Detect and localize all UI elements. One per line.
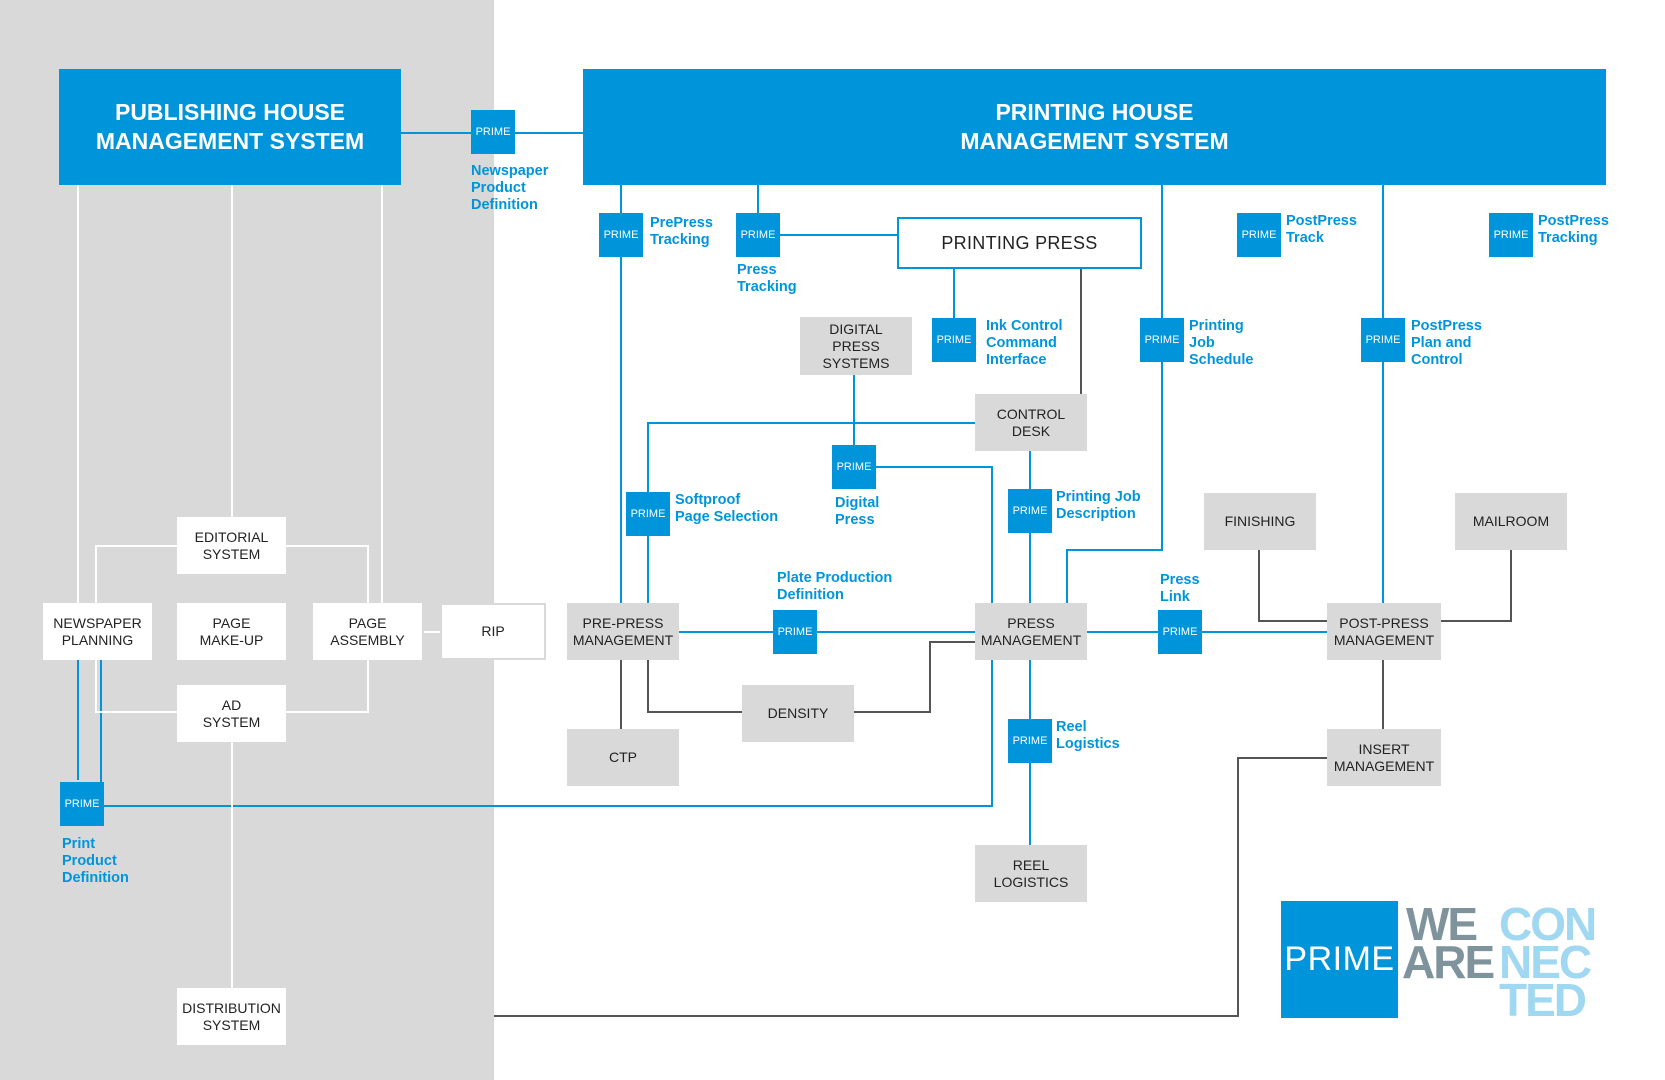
rip-box: RIP: [440, 603, 546, 660]
logo-are: ARE: [1402, 936, 1495, 988]
prime-postpress-plan: PRIME: [1361, 318, 1405, 362]
postpress-management-box: POST-PRESS MANAGEMENT: [1327, 603, 1441, 660]
density-box: DENSITY: [742, 685, 854, 742]
prime-press-link: PRIME: [1158, 610, 1202, 654]
logo-ted: TED: [1499, 974, 1587, 1026]
mailroom-box: MAILROOM: [1455, 493, 1567, 550]
label-press-tracking: Press Tracking: [737, 262, 797, 295]
prime-printing-job-description: PRIME: [1008, 489, 1052, 533]
prime-reel-logistics: PRIME: [1008, 719, 1052, 763]
prime-postpress-tracking: PRIME: [1489, 213, 1533, 257]
prime-softproof: PRIME: [626, 492, 670, 536]
label-reel-logistics: Reel Logistics: [1056, 719, 1120, 752]
insert-management-box: INSERT MANAGEMENT: [1327, 729, 1441, 786]
ad-system-box: AD SYSTEM: [177, 685, 286, 742]
logo-nec: NEC: [1499, 936, 1592, 988]
prime-print-product: PRIME: [60, 782, 104, 826]
prime-plate-production: PRIME: [773, 610, 817, 654]
label-postpress-track: PostPress Track: [1286, 213, 1357, 246]
prime-prepress-tracking: PRIME: [599, 213, 643, 257]
label-postpress-tracking: PostPress Tracking: [1538, 213, 1609, 246]
digital-press-systems-box: DIGITAL PRESS SYSTEMS: [800, 317, 912, 375]
label-digital-press: Digital Press: [835, 495, 880, 528]
page-makeup-box: PAGE MAKE-UP: [177, 603, 286, 660]
reel-logistics-box: REEL LOGISTICS: [975, 845, 1087, 902]
label-press-link: Press Link: [1160, 572, 1200, 605]
prime-printing-job-schedule: PRIME: [1140, 318, 1184, 362]
label-newspaper-product-definition: Newspaper Product Definition: [471, 163, 549, 213]
prime-ink-control: PRIME: [932, 318, 976, 362]
label-print-product-definition: Print Product Definition: [62, 836, 129, 886]
label-printing-job-description: Printing Job Description: [1056, 489, 1141, 522]
printing-press-box: PRINTING PRESS: [897, 217, 1142, 269]
finishing-box: FINISHING: [1204, 493, 1316, 550]
prime-newspaper-product: PRIME: [471, 110, 515, 154]
label-printing-job-schedule: Printing Job Schedule: [1189, 318, 1254, 368]
label-plate-production: Plate Production Definition: [777, 570, 893, 603]
logo-con: CON: [1499, 898, 1597, 950]
prime-digital-press: PRIME: [832, 445, 876, 489]
distribution-system-box: DISTRIBUTION SYSTEM: [177, 988, 286, 1045]
prime-postpress-track: PRIME: [1237, 213, 1281, 257]
press-management-box: PRESS MANAGEMENT: [975, 603, 1087, 660]
logo-we: WE: [1406, 898, 1478, 950]
prepress-management-box: PRE-PRESS MANAGEMENT: [567, 603, 679, 660]
label-softproof: Softproof Page Selection: [675, 492, 779, 525]
publishing-house-system: PUBLISHING HOUSE MANAGEMENT SYSTEM: [59, 69, 401, 185]
newspaper-planning-box: NEWSPAPER PLANNING: [43, 603, 152, 660]
label-postpress-plan: PostPress Plan and Control: [1411, 318, 1482, 368]
ctp-box: CTP: [567, 729, 679, 786]
page-assembly-box: PAGE ASSEMBLY: [313, 603, 422, 660]
prime-logo: PRIME: [1281, 901, 1398, 1018]
editorial-system-box: EDITORIAL SYSTEM: [177, 517, 286, 574]
label-prepress-tracking: PrePress Tracking: [650, 215, 713, 248]
label-ink-control: Ink Control Command Interface: [986, 318, 1063, 368]
control-desk-box: CONTROL DESK: [975, 394, 1087, 451]
printing-house-system: PRINTING HOUSE MANAGEMENT SYSTEM: [583, 69, 1606, 185]
prime-press-tracking: PRIME: [736, 213, 780, 257]
